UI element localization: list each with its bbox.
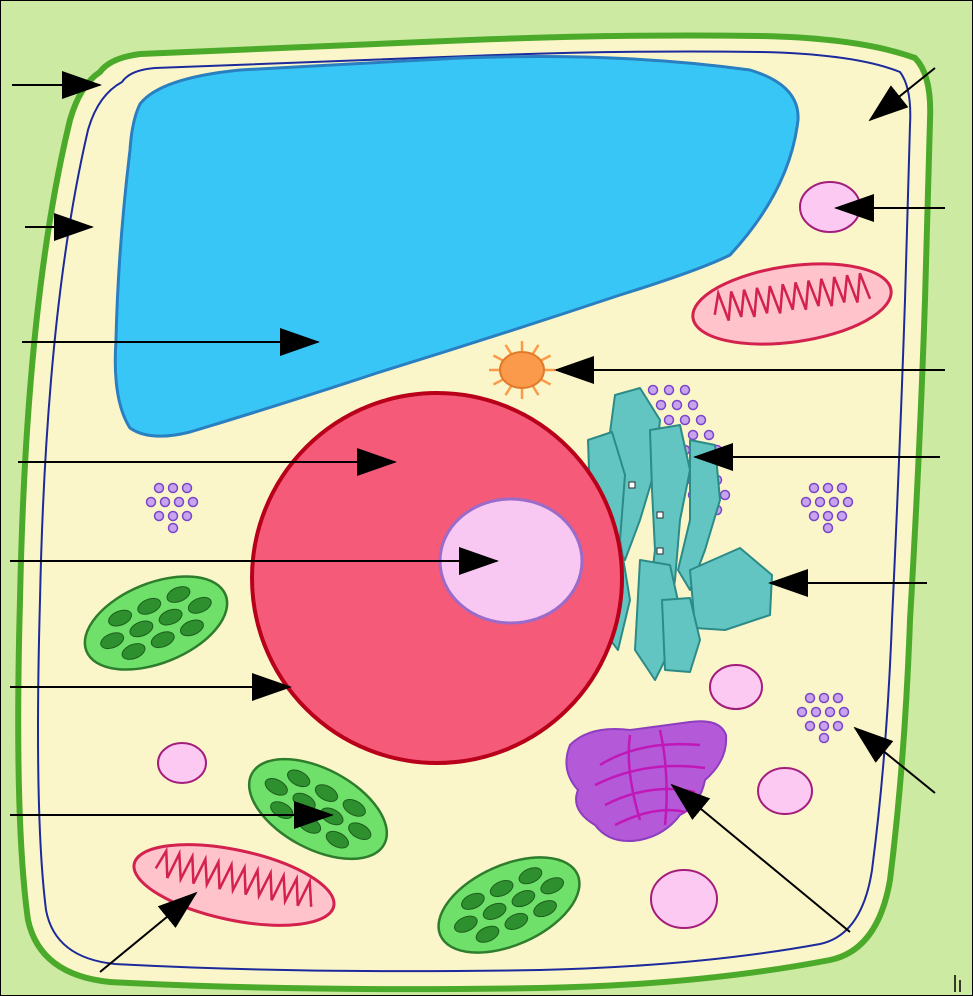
ribosome <box>824 524 833 533</box>
vesicle <box>758 768 812 814</box>
ribosome <box>665 416 674 425</box>
ribosome <box>147 498 156 507</box>
vesicle <box>651 870 717 928</box>
nucleus <box>252 393 622 763</box>
ribosome <box>673 401 682 410</box>
ribosome <box>169 512 178 521</box>
ribosome <box>810 512 819 521</box>
vesicle <box>158 743 206 783</box>
ribosome <box>681 386 690 395</box>
ribosome <box>824 512 833 521</box>
ribosome <box>812 708 821 717</box>
ribosome <box>649 386 658 395</box>
ribosome <box>689 431 698 440</box>
vesicle <box>710 665 762 709</box>
ribosome <box>826 708 835 717</box>
ribosome <box>705 431 714 440</box>
ribosome <box>689 401 698 410</box>
ribosome <box>820 734 829 743</box>
ribosome <box>169 524 178 533</box>
ribosome <box>820 722 829 731</box>
er-pore <box>657 548 663 554</box>
ribosome <box>806 694 815 703</box>
ribosome <box>175 498 184 507</box>
ribosome <box>844 498 853 507</box>
ribosome <box>824 484 833 493</box>
ribosome <box>834 694 843 703</box>
ribosome <box>155 512 164 521</box>
ribosome <box>838 484 847 493</box>
ribosome <box>681 416 690 425</box>
er-pore <box>629 482 635 488</box>
ribosome <box>830 498 839 507</box>
ribosome <box>798 708 807 717</box>
ribosome <box>189 498 198 507</box>
ribosome <box>183 484 192 493</box>
ribosome <box>816 498 825 507</box>
ribosome <box>665 386 674 395</box>
ribosome <box>161 498 170 507</box>
ribosome <box>840 708 849 717</box>
ribosome <box>155 484 164 493</box>
ribosome <box>721 491 730 500</box>
ribosome <box>657 401 666 410</box>
ribosome <box>810 484 819 493</box>
ribosome <box>806 722 815 731</box>
ribosome <box>802 498 811 507</box>
er-pore <box>657 512 663 518</box>
ribosome <box>834 722 843 731</box>
ribosome <box>183 512 192 521</box>
ribosome <box>838 512 847 521</box>
ribosome <box>169 484 178 493</box>
ribosome <box>820 694 829 703</box>
ribosome <box>697 416 706 425</box>
